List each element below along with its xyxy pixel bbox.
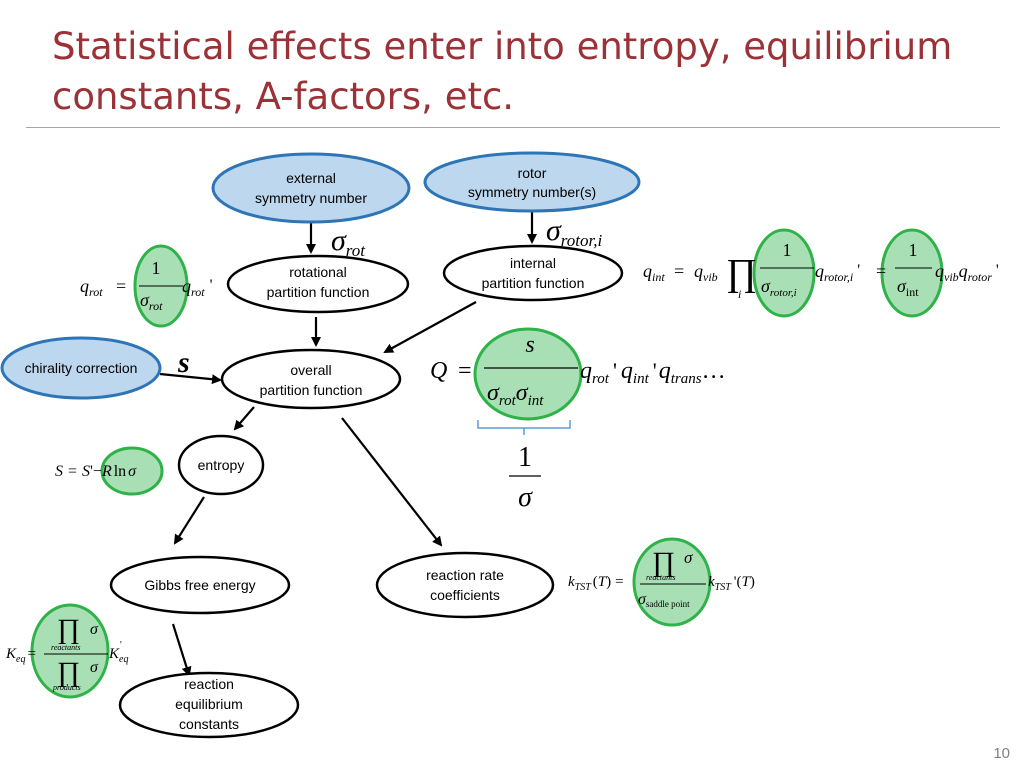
formula-q-rot: qrot = 1 σrot qrot'	[80, 258, 213, 313]
svg-text:σint: σint	[897, 276, 919, 299]
title-line-1: Statistical effects enter into entropy, …	[52, 25, 953, 68]
arrows	[159, 210, 537, 677]
svg-text:reactants: reactants	[51, 643, 80, 652]
arrow-gibbs-to-eq	[171, 623, 192, 677]
svg-text:qrot': qrot'	[182, 276, 213, 299]
formula-overall-q: Q = s σrotσint qrot'qint'qtrans…	[430, 332, 726, 409]
svg-text:σrotσint: σrotσint	[487, 380, 544, 409]
chirality-label: chirality correction	[25, 360, 138, 376]
arrow-entropy-to-gibbs	[173, 496, 205, 545]
sigma-rotor-highlight	[752, 228, 816, 318]
internal-pf-label-2: partition function	[482, 275, 585, 291]
rate-coeff-label-2: coefficients	[430, 587, 500, 603]
svg-text:σsaddle point: σsaddle point	[638, 591, 690, 609]
page-number: 10	[993, 745, 1010, 762]
node-rate-coefficients: reaction rate coefficients	[375, 551, 555, 619]
rotor-symmetry-label-1: rotor	[518, 165, 547, 181]
entropy-label: entropy	[198, 457, 245, 473]
node-eq-constants: reaction equilibrium constants	[118, 671, 300, 739]
node-overall-pf: overall partition function	[220, 348, 402, 410]
svg-text:σrot: σrot	[140, 290, 163, 313]
formula-k-eq: Keq= ∏ σ reactants ∏ σ products Keq '	[5, 614, 128, 692]
arrow-overall-to-rate	[341, 417, 443, 547]
overall-pf-label-1: overall	[290, 362, 331, 378]
title-line-2: constants, A-factors, etc.	[52, 75, 515, 118]
arrow-chirality-to-overall	[159, 372, 222, 385]
svg-text:=: =	[674, 261, 684, 281]
svg-text:': '	[120, 640, 122, 651]
svg-text:∏: ∏	[726, 252, 757, 294]
sigma-rotor-label: σrotor,i	[546, 214, 602, 250]
svg-text:products: products	[52, 683, 81, 692]
sigma-int-highlight	[880, 228, 944, 318]
svg-text:qrot: qrot	[80, 276, 103, 299]
svg-text:kTST'(T): kTST'(T)	[708, 574, 755, 593]
svg-text:qvib: qvib	[694, 261, 718, 284]
rotational-pf-label-2: partition function	[267, 284, 370, 300]
svg-text:∏: ∏	[57, 657, 80, 688]
svg-text:1: 1	[783, 240, 792, 260]
eq-constants-label-2: equilibrium	[175, 696, 243, 712]
overall-pf-label-2: partition function	[260, 382, 363, 398]
node-entropy: entropy	[177, 434, 265, 496]
svg-text:=: =	[458, 358, 472, 384]
svg-text:∏: ∏	[57, 614, 80, 645]
keq-ratio-highlight	[30, 603, 110, 699]
arrow-internal-to-overall	[383, 301, 477, 353]
svg-text:=: =	[116, 276, 126, 296]
eq-constants-label-1: reaction	[184, 676, 234, 692]
symmetry-factor-highlight	[473, 327, 583, 421]
external-symmetry-label-2: symmetry number	[255, 190, 367, 206]
svg-text:reactants: reactants	[646, 573, 675, 582]
svg-text:i: i	[738, 287, 741, 301]
formula-one-over-sigma: 1 σ	[509, 442, 541, 513]
rotational-pf-label-1: rotational	[289, 264, 347, 280]
svg-text:∏: ∏	[652, 547, 675, 578]
svg-text:Keq=: Keq=	[5, 646, 36, 665]
svg-text:Keq: Keq	[108, 646, 128, 665]
rotor-symmetry-label-2: symmetry number(s)	[468, 184, 596, 200]
svg-text:σ: σ	[90, 621, 99, 638]
slide-title: Statistical effects enter into entropy, …	[52, 22, 992, 122]
svg-text:1: 1	[152, 258, 161, 278]
svg-text:σ: σ	[684, 548, 693, 567]
symmetry-bracket	[477, 420, 571, 435]
internal-pf-label-1: internal	[510, 255, 556, 271]
node-gibbs: Gibbs free energy	[109, 555, 291, 615]
svg-text:Q: Q	[430, 358, 447, 384]
rate-ratio-highlight	[632, 537, 712, 627]
svg-text:qrot'qint'qtrans…: qrot'qint'qtrans…	[580, 358, 726, 387]
svg-text:=: =	[876, 261, 886, 281]
arrow-overall-to-entropy	[233, 406, 255, 431]
node-rotational-pf: rotational partition function	[226, 254, 410, 314]
svg-text:qvibqrotor': qvibqrotor'	[935, 261, 999, 284]
node-chirality: chirality correction	[0, 336, 162, 400]
rate-coeff-label-1: reaction rate	[426, 567, 504, 583]
entropy-correction-highlight	[100, 446, 164, 496]
node-internal-pf: internal partition function	[442, 244, 624, 302]
svg-text:σrotor,i: σrotor,i	[761, 276, 797, 299]
svg-text:σ: σ	[518, 482, 533, 513]
chirality-s-label: s	[177, 346, 190, 379]
svg-text:1: 1	[909, 240, 918, 260]
svg-text:1: 1	[518, 442, 532, 473]
external-symmetry-label-1: external	[286, 170, 336, 186]
svg-text:kTST(T)=: kTST(T)=	[568, 574, 624, 593]
highlight-circles	[30, 228, 944, 699]
eq-constants-label-3: constants	[179, 716, 239, 732]
gibbs-label: Gibbs free energy	[144, 577, 255, 593]
node-external-symmetry: external symmetry number	[211, 152, 411, 224]
svg-text:s: s	[525, 332, 534, 358]
formula-k-tst: kTST(T)= ∏ σ reactants σsaddle point kTS…	[568, 547, 755, 609]
svg-text:qrotor,i': qrotor,i'	[815, 261, 860, 284]
formula-q-int: qint = qvib ∏ i 1 σrotor,i qrotor,i' = 1…	[643, 240, 999, 301]
svg-text:σ: σ	[90, 659, 99, 676]
sigma-rot-label: σrot	[331, 224, 366, 260]
node-rotor-symmetry: rotor symmetry number(s)	[423, 151, 641, 213]
title-divider	[26, 127, 1000, 128]
svg-text:qint: qint	[643, 261, 665, 284]
